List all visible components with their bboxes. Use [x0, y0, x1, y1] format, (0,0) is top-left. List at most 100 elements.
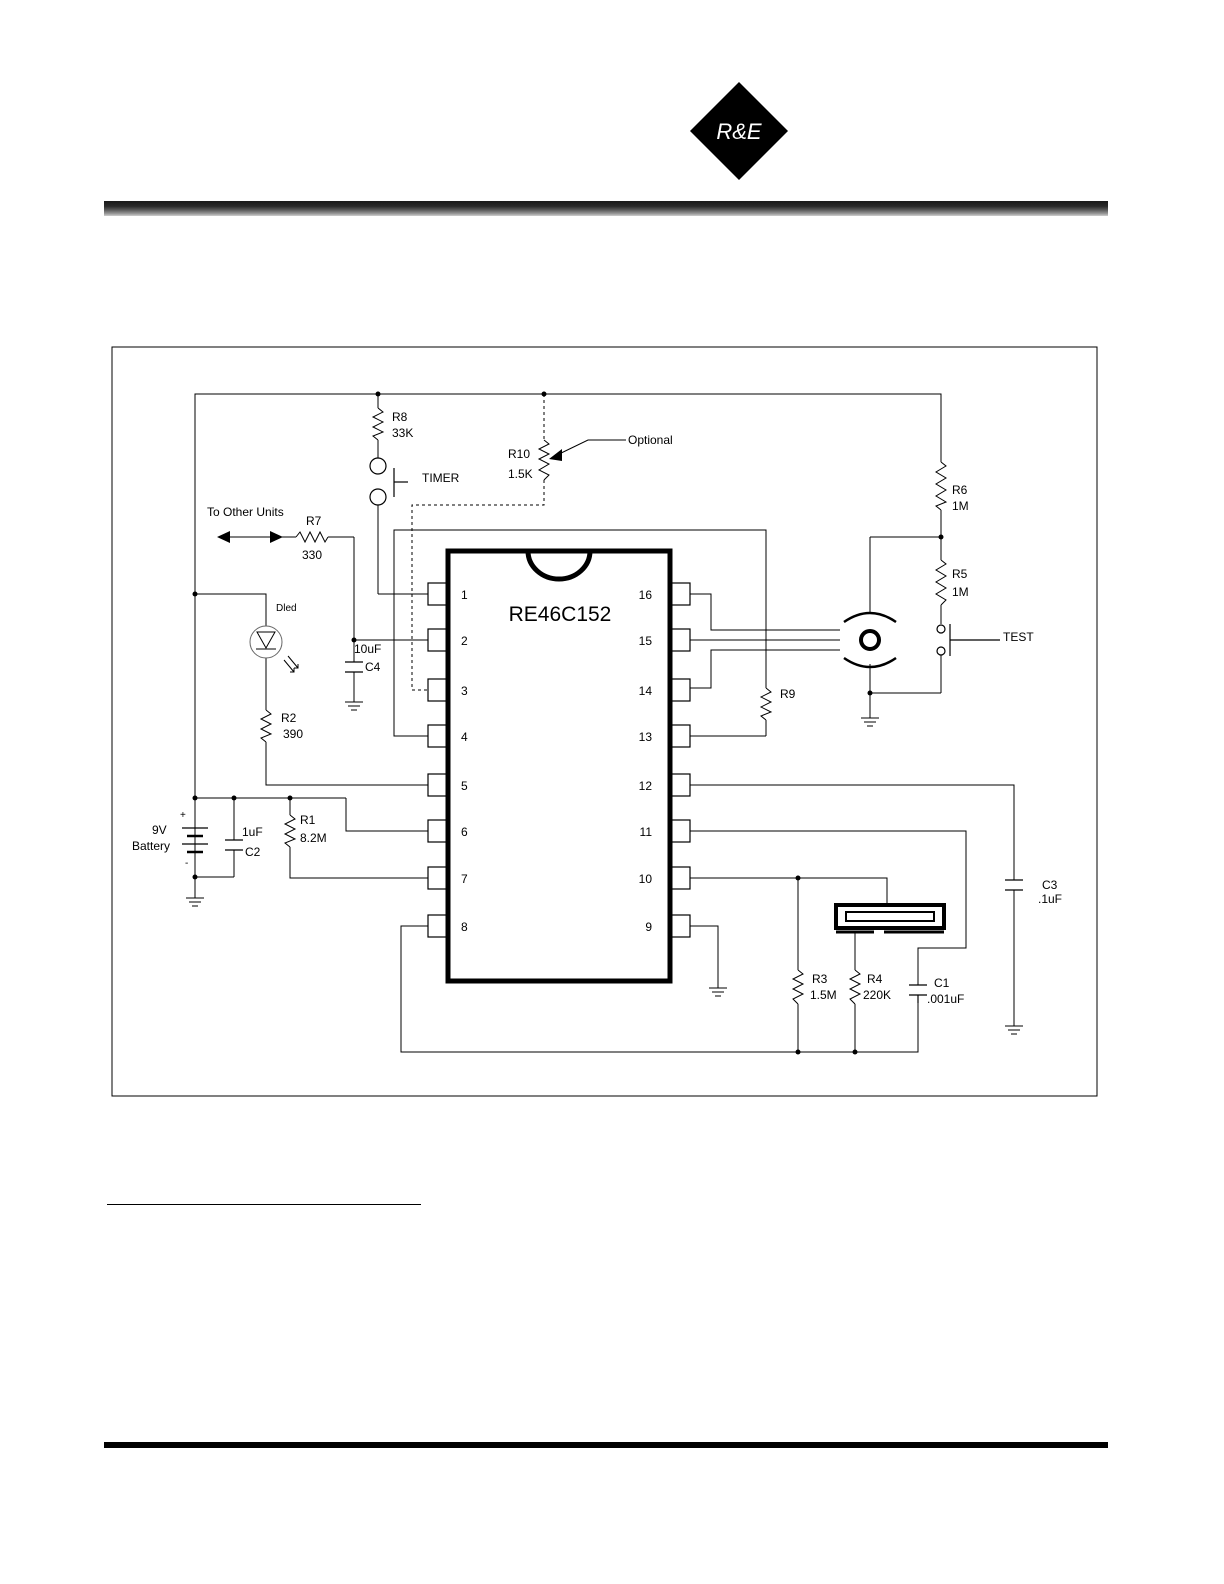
ic-part-label: RE46C152	[509, 603, 612, 626]
ic-pin-number: 10	[639, 872, 653, 886]
ground-battery	[186, 897, 204, 907]
r1-resistor	[283, 814, 297, 848]
label-r2-val: 390	[283, 727, 303, 741]
junctions	[192, 391, 944, 1055]
label-r10-val: 1.5K	[508, 467, 533, 481]
resistors	[259, 407, 948, 1005]
ground-chamber	[861, 717, 879, 727]
label-timer: TIMER	[422, 471, 460, 485]
ic-pin-number: 1	[461, 588, 468, 602]
r7-resistor	[295, 530, 329, 544]
led-symbol	[249, 625, 299, 673]
ic-re46c152: RE46C152	[445, 548, 673, 984]
ic-pin-box	[427, 678, 449, 702]
label-c2-val: 1uF	[242, 825, 263, 839]
ic-pin-box	[427, 582, 449, 606]
label-r8-val: 33K	[392, 426, 413, 440]
ic-pin-box	[669, 773, 691, 797]
label-r5-val: 1M	[952, 585, 969, 599]
label-c1-val: .001uF	[927, 992, 964, 1006]
ic-pin-box	[427, 724, 449, 748]
header-rule	[104, 201, 1108, 216]
r9-resistor	[759, 687, 773, 721]
label-c3: C3	[1042, 878, 1058, 892]
r6-resistor	[935, 461, 948, 511]
ground-c4	[345, 701, 363, 711]
label-minus: -	[185, 858, 188, 869]
ic-pin-number: 2	[461, 634, 468, 648]
r10-wiper-arrow	[549, 439, 626, 461]
battery-symbol	[182, 827, 208, 854]
label-r4-val: 220K	[863, 988, 891, 1002]
label-r10: R10	[508, 447, 530, 461]
r2-resistor	[259, 709, 273, 743]
timer-switch	[369, 457, 408, 506]
label-r8: R8	[392, 410, 408, 424]
label-r3-val: 1.5M	[810, 988, 837, 1002]
bidirectional-arrow	[217, 531, 283, 543]
label-diode: Dled	[276, 603, 297, 614]
note-rule	[107, 1204, 421, 1205]
ic-pin-number: 5	[461, 779, 468, 793]
label-r5: R5	[952, 567, 968, 581]
r3-resistor	[791, 969, 805, 1005]
ic-pin-number: 3	[461, 684, 468, 698]
ic-pin-box	[669, 678, 691, 702]
r10-resistor	[537, 439, 551, 481]
label-c4-val: 10uF	[354, 642, 381, 656]
ic-pin-number: 8	[461, 920, 468, 934]
label-r7-val: 330	[302, 548, 322, 562]
ic-pin-number: 9	[645, 920, 652, 934]
ic-pin-box	[427, 866, 449, 890]
ground-c3	[1005, 1025, 1023, 1035]
ic-pin-box	[427, 914, 449, 938]
piezo-horn	[834, 903, 946, 934]
ic-pin-number: 16	[639, 588, 653, 602]
ic-pin-box	[427, 819, 449, 843]
ground-pin9	[709, 987, 727, 997]
ic-pin-number: 7	[461, 872, 468, 886]
label-test: TEST	[1003, 630, 1034, 644]
ic-pin-box	[669, 914, 691, 938]
label-c1: C1	[934, 976, 950, 990]
ic-pin-box	[427, 773, 449, 797]
footer-rule	[104, 1442, 1108, 1448]
ic-pin-box	[427, 628, 449, 652]
label-battery-voltage: 9V	[152, 823, 167, 837]
ic-pin-number: 15	[639, 634, 653, 648]
ic-right-pins: 16 15 14 13 12 11 10 9	[639, 582, 691, 938]
ic-pin-number: 13	[639, 730, 653, 744]
label-c3-val: .1uF	[1038, 892, 1062, 906]
label-r6-val: 1M	[952, 499, 969, 513]
label-r6: R6	[952, 483, 968, 497]
ic-pin-box	[669, 582, 691, 606]
company-logo: R&E	[690, 82, 788, 180]
label-r4: R4	[867, 972, 883, 986]
test-switch	[936, 624, 1000, 656]
ionization-chamber	[843, 611, 897, 669]
label-r7: R7	[306, 514, 322, 528]
logo-text: R&E	[716, 119, 762, 144]
ic-pin-box	[669, 724, 691, 748]
schematic-frame	[111, 346, 1098, 1097]
ic-pin-box	[669, 866, 691, 890]
ic-pin-number: 4	[461, 730, 468, 744]
label-c2: C2	[245, 845, 261, 859]
ic-pin-box	[669, 628, 691, 652]
label-r3: R3	[812, 972, 828, 986]
ground-symbols	[186, 701, 1023, 1035]
label-to-other-units: To Other Units	[207, 505, 284, 519]
label-optional: Optional	[628, 433, 673, 447]
component-labels: R8 33K R10 1.5K Optional TIMER To Other …	[132, 410, 1062, 1006]
label-r1-val: 8.2M	[300, 831, 327, 845]
r5-resistor	[935, 559, 947, 606]
ic-pin-number: 11	[640, 825, 653, 839]
ic-pin-number: 12	[639, 779, 653, 793]
ic-pin-box	[669, 819, 691, 843]
label-c4: C4	[365, 660, 381, 674]
ic-pin-number: 14	[639, 684, 653, 698]
capacitors	[225, 661, 1023, 1003]
r4-resistor	[848, 969, 862, 1005]
label-battery: Battery	[132, 839, 170, 853]
label-plus: +	[180, 810, 186, 821]
